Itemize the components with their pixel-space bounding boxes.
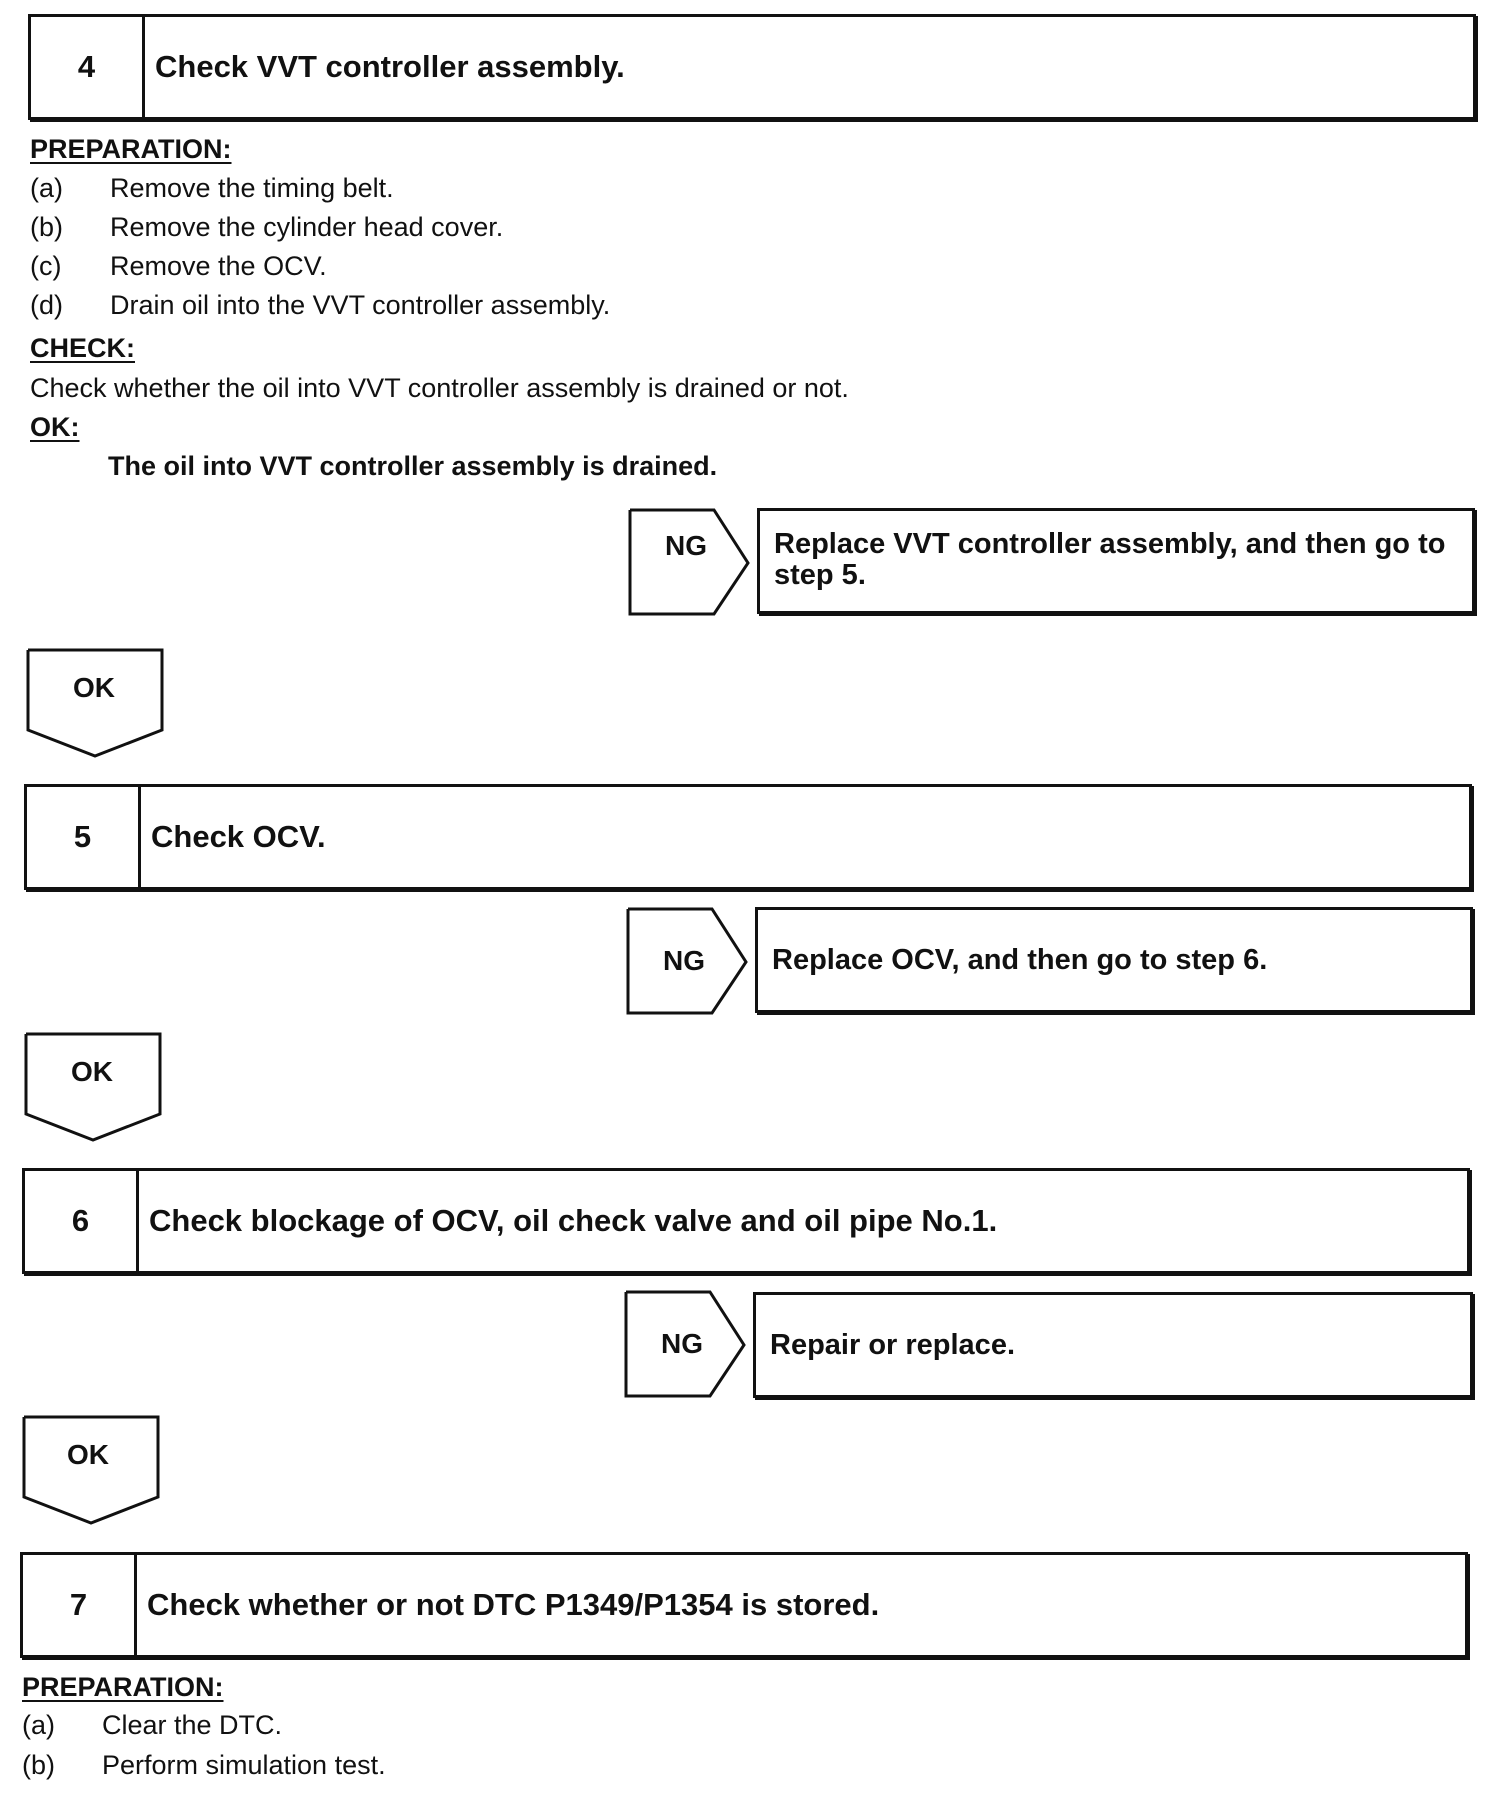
item-label: (b) [22, 1750, 55, 1780]
step-4-header: 4 Check VVT controller assembly. [28, 14, 1476, 120]
ng-action-box: Repair or replace. [753, 1292, 1473, 1398]
item-label: (b) [30, 212, 63, 242]
step-title: Check blockage of OCV, oil check valve a… [149, 1203, 998, 1238]
step-title: Check OCV. [151, 819, 326, 854]
step-number: 4 [31, 17, 145, 117]
preparation-item-d: (d) Drain oil into the VVT controller ass… [30, 289, 610, 321]
step-title: Check VVT controller assembly. [155, 49, 625, 84]
step-6-header: 6 Check blockage of OCV, oil check valve… [22, 1168, 1470, 1274]
item-label: (a) [30, 173, 63, 203]
ok-label: OK [73, 672, 115, 703]
step-5-header: 5 Check OCV. [24, 784, 1472, 890]
preparation-item-c: (c) Remove the OCV. [30, 250, 327, 282]
ok-arrow-shape [26, 648, 164, 758]
preparation-heading: PREPARATION: [22, 1672, 224, 1702]
ng-label: NG [665, 530, 707, 561]
item-text: Clear the DTC. [102, 1710, 283, 1740]
item-label: (a) [22, 1710, 55, 1740]
ok-label: OK [67, 1439, 109, 1470]
item-text: Drain oil into the VVT controller assemb… [110, 290, 611, 320]
ok-label: OK [71, 1056, 113, 1087]
item-text: Remove the cylinder head cover. [110, 212, 504, 242]
ng-arrow-shape [628, 508, 750, 616]
ng-action-box: Replace VVT controller assembly, and the… [757, 508, 1475, 614]
ok-arrow-shape [22, 1415, 160, 1525]
item-text: Perform simulation test. [102, 1750, 386, 1780]
preparation-heading: PREPARATION: [30, 134, 232, 164]
step-number: 6 [25, 1171, 139, 1271]
check-text: Check whether the oil into VVT controlle… [30, 373, 849, 403]
ok-criteria: The oil into VVT controller assembly is … [108, 451, 718, 481]
preparation-item-b: (b) Remove the cylinder head cover. [30, 211, 503, 243]
ng-arrow-shape [626, 907, 748, 1015]
preparation-item-b: (b) Perform simulation test. [22, 1749, 386, 1781]
item-text: Remove the timing belt. [110, 173, 394, 203]
item-text: Remove the OCV. [110, 251, 327, 281]
step-title: Check whether or not DTC P1349/P1354 is … [147, 1587, 880, 1622]
step-number: 5 [27, 787, 141, 887]
ok-arrow-shape [24, 1032, 162, 1142]
ng-label: NG [661, 1328, 703, 1359]
ok-heading: OK: [30, 412, 80, 442]
ng-label: NG [663, 945, 705, 976]
preparation-item-a: (a) Clear the DTC. [22, 1709, 282, 1741]
check-heading: CHECK: [30, 333, 135, 363]
item-label: (d) [30, 290, 63, 320]
step-7-header: 7 Check whether or not DTC P1349/P1354 i… [20, 1552, 1468, 1658]
preparation-item-a: (a) Remove the timing belt. [30, 172, 394, 204]
step-number: 7 [23, 1555, 137, 1655]
ng-action-box: Replace OCV, and then go to step 6. [755, 907, 1473, 1013]
item-label: (c) [30, 251, 62, 281]
ng-arrow-shape [624, 1290, 746, 1398]
